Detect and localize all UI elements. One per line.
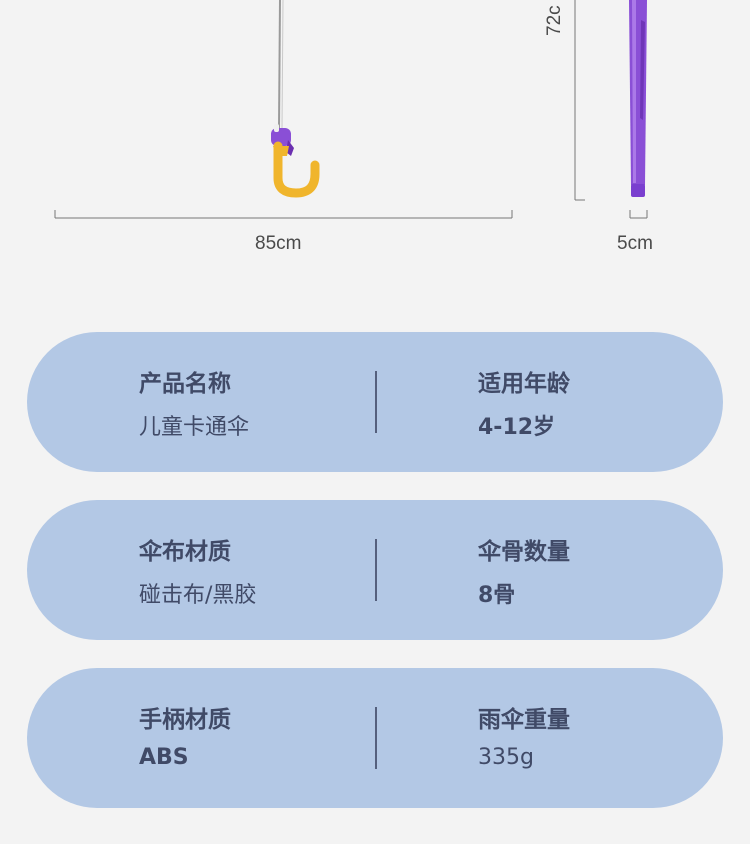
width-dimension-line (54, 210, 513, 219)
diameter-label: 5cm (617, 233, 653, 254)
spec-value: ABS (139, 745, 189, 770)
width-label: 85cm (255, 233, 302, 254)
product-dimension-figure: 85cm 5cm 72c (0, 0, 750, 290)
umbrella-shaft-image (271, 0, 320, 198)
length-dimension-line (574, 0, 585, 201)
spec-divider (375, 707, 377, 769)
spec-divider (375, 371, 377, 433)
spec-card-handle-weight: 手柄材质 ABS 雨伞重量 335g (27, 668, 723, 808)
spec-card-name-age: 产品名称 儿童卡通伞 适用年龄 4-12岁 (27, 332, 723, 472)
spec-label: 伞骨数量 (478, 539, 570, 565)
spec-value: 8骨 (478, 583, 516, 608)
spec-card-fabric-ribs: 伞布材质 碰击布/黑胶 伞骨数量 8骨 (27, 500, 723, 640)
spec-label: 手柄材质 (139, 707, 231, 733)
diameter-dimension-line (629, 210, 648, 219)
spec-label: 雨伞重量 (478, 707, 570, 733)
spec-value: 儿童卡通伞 (139, 415, 250, 440)
spec-label: 伞布材质 (139, 539, 231, 565)
spec-value: 碰击布/黑胶 (139, 583, 257, 608)
closed-umbrella-image (629, 0, 647, 197)
length-label: 72c (544, 5, 565, 36)
spec-label: 适用年龄 (478, 371, 570, 397)
spec-divider (375, 539, 377, 601)
spec-label: 产品名称 (139, 371, 231, 397)
spec-value: 335g (478, 745, 534, 770)
umbrella-illustration (54, 0, 648, 219)
spec-value: 4-12岁 (478, 415, 556, 440)
